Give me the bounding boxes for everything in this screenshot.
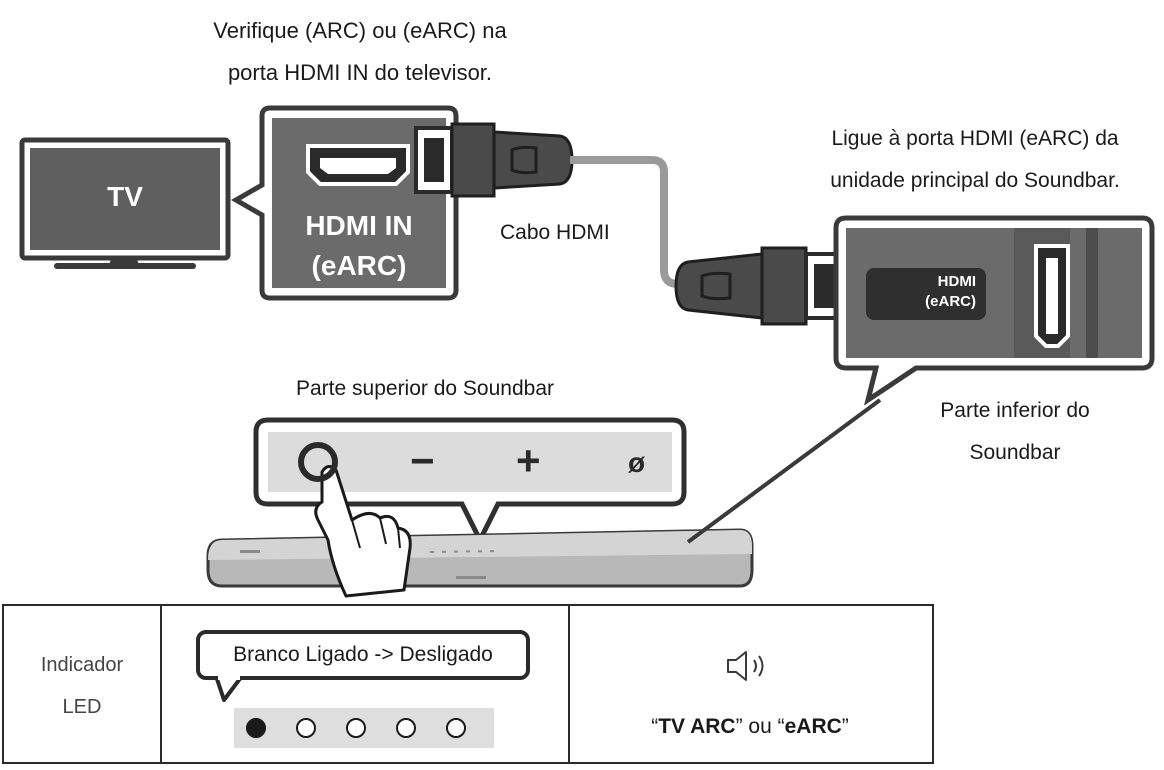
soundbar-port-label: HDMI (eARC) — [866, 272, 986, 312]
led-off-icon — [296, 718, 316, 738]
led-on-icon — [246, 718, 266, 738]
tv-port-label-line1: HDMI IN — [305, 210, 413, 241]
hdmi-plug-tv-icon — [414, 122, 574, 198]
led-header: Indicador LED — [4, 644, 160, 728]
led-strip — [234, 708, 494, 748]
bottom-label: Parte inferior do Soundbar — [905, 390, 1125, 474]
soundbar-port-instruction-line2: unidade principal do Soundbar. — [830, 169, 1120, 192]
tv-port-instruction-line1: Verifique (ARC) ou (eARC) na — [213, 18, 507, 43]
leader-line — [686, 398, 882, 544]
led-status-bubble: Branco Ligado -> Desligado — [196, 630, 530, 680]
mic-off-icon: ø — [628, 447, 646, 478]
led-header-line1: Indicador — [40, 654, 124, 676]
cable-label: Cabo HDMI — [500, 221, 610, 244]
volume-up-icon: + — [516, 437, 541, 484]
bubble-pointer — [214, 676, 244, 702]
bottom-label-line1: Parte inferior do — [940, 399, 1090, 422]
soundbar-port-instruction-line1: Ligue à porta HDMI (eARC) da — [831, 127, 1119, 150]
display-text: “TV ARC” ou “eARC” — [570, 712, 930, 742]
top-panel-callout — [253, 417, 687, 546]
display-value-earc: eARC — [784, 715, 842, 738]
led-header-cell: Indicador LED — [4, 606, 162, 762]
tv-hdmi-port-icon — [306, 144, 410, 186]
tv-port-instruction-line2: porta HDMI IN do televisor. — [227, 60, 493, 85]
tv-port-label: HDMI IN (eARC) — [272, 206, 446, 286]
hdmi-cable — [570, 156, 700, 288]
led-indicator-table: Indicador LED Branco Ligado -> Desligado… — [2, 604, 934, 764]
display-quote-close-2: ” — [841, 715, 849, 738]
soundbar-port-instruction: Ligue à porta HDMI (eARC) da unidade pri… — [790, 118, 1160, 202]
display-value-tv-arc: TV ARC — [658, 715, 736, 738]
hand-pointer-icon — [314, 465, 412, 598]
led-off-icon — [396, 718, 416, 738]
hdmi-plug-soundbar-icon — [674, 246, 844, 326]
led-off-icon — [446, 718, 466, 738]
display-quote-close-1: ” — [735, 715, 743, 738]
tv-label: TV — [107, 181, 143, 212]
tv-port-label-line2: (eARC) — [311, 250, 407, 281]
soundbar-port-callout — [833, 215, 1155, 406]
display-quote-open-2: “ — [777, 715, 785, 738]
display-or: ou — [742, 715, 778, 738]
bottom-label-line2: Soundbar — [969, 441, 1061, 464]
soundbar-port-label-line1: HDMI — [937, 273, 976, 290]
tv-hdmi-callout — [230, 105, 459, 301]
led-header-line2: LED — [62, 696, 102, 718]
speaker-sound-icon — [727, 651, 764, 681]
soundbar-icon — [206, 528, 754, 588]
tv-port-instruction: Verifique (ARC) ou (eARC) na porta HDMI … — [150, 10, 570, 94]
top-label: Parte superior do Soundbar — [296, 377, 554, 400]
soundbar-port-label-line2: (eARC) — [925, 293, 976, 310]
led-off-icon — [346, 718, 366, 738]
power-button-icon — [298, 442, 338, 482]
led-status-cell: Branco Ligado -> Desligado — [162, 606, 570, 762]
display-quote-open-1: “ — [651, 715, 659, 738]
tv-icon — [19, 137, 231, 269]
soundbar-hdmi-port-icon — [1034, 244, 1070, 348]
display-cell: “TV ARC” ou “eARC” — [570, 606, 932, 762]
led-status-text: Branco Ligado -> Desligado — [233, 643, 493, 666]
volume-down-icon: − — [410, 437, 435, 484]
